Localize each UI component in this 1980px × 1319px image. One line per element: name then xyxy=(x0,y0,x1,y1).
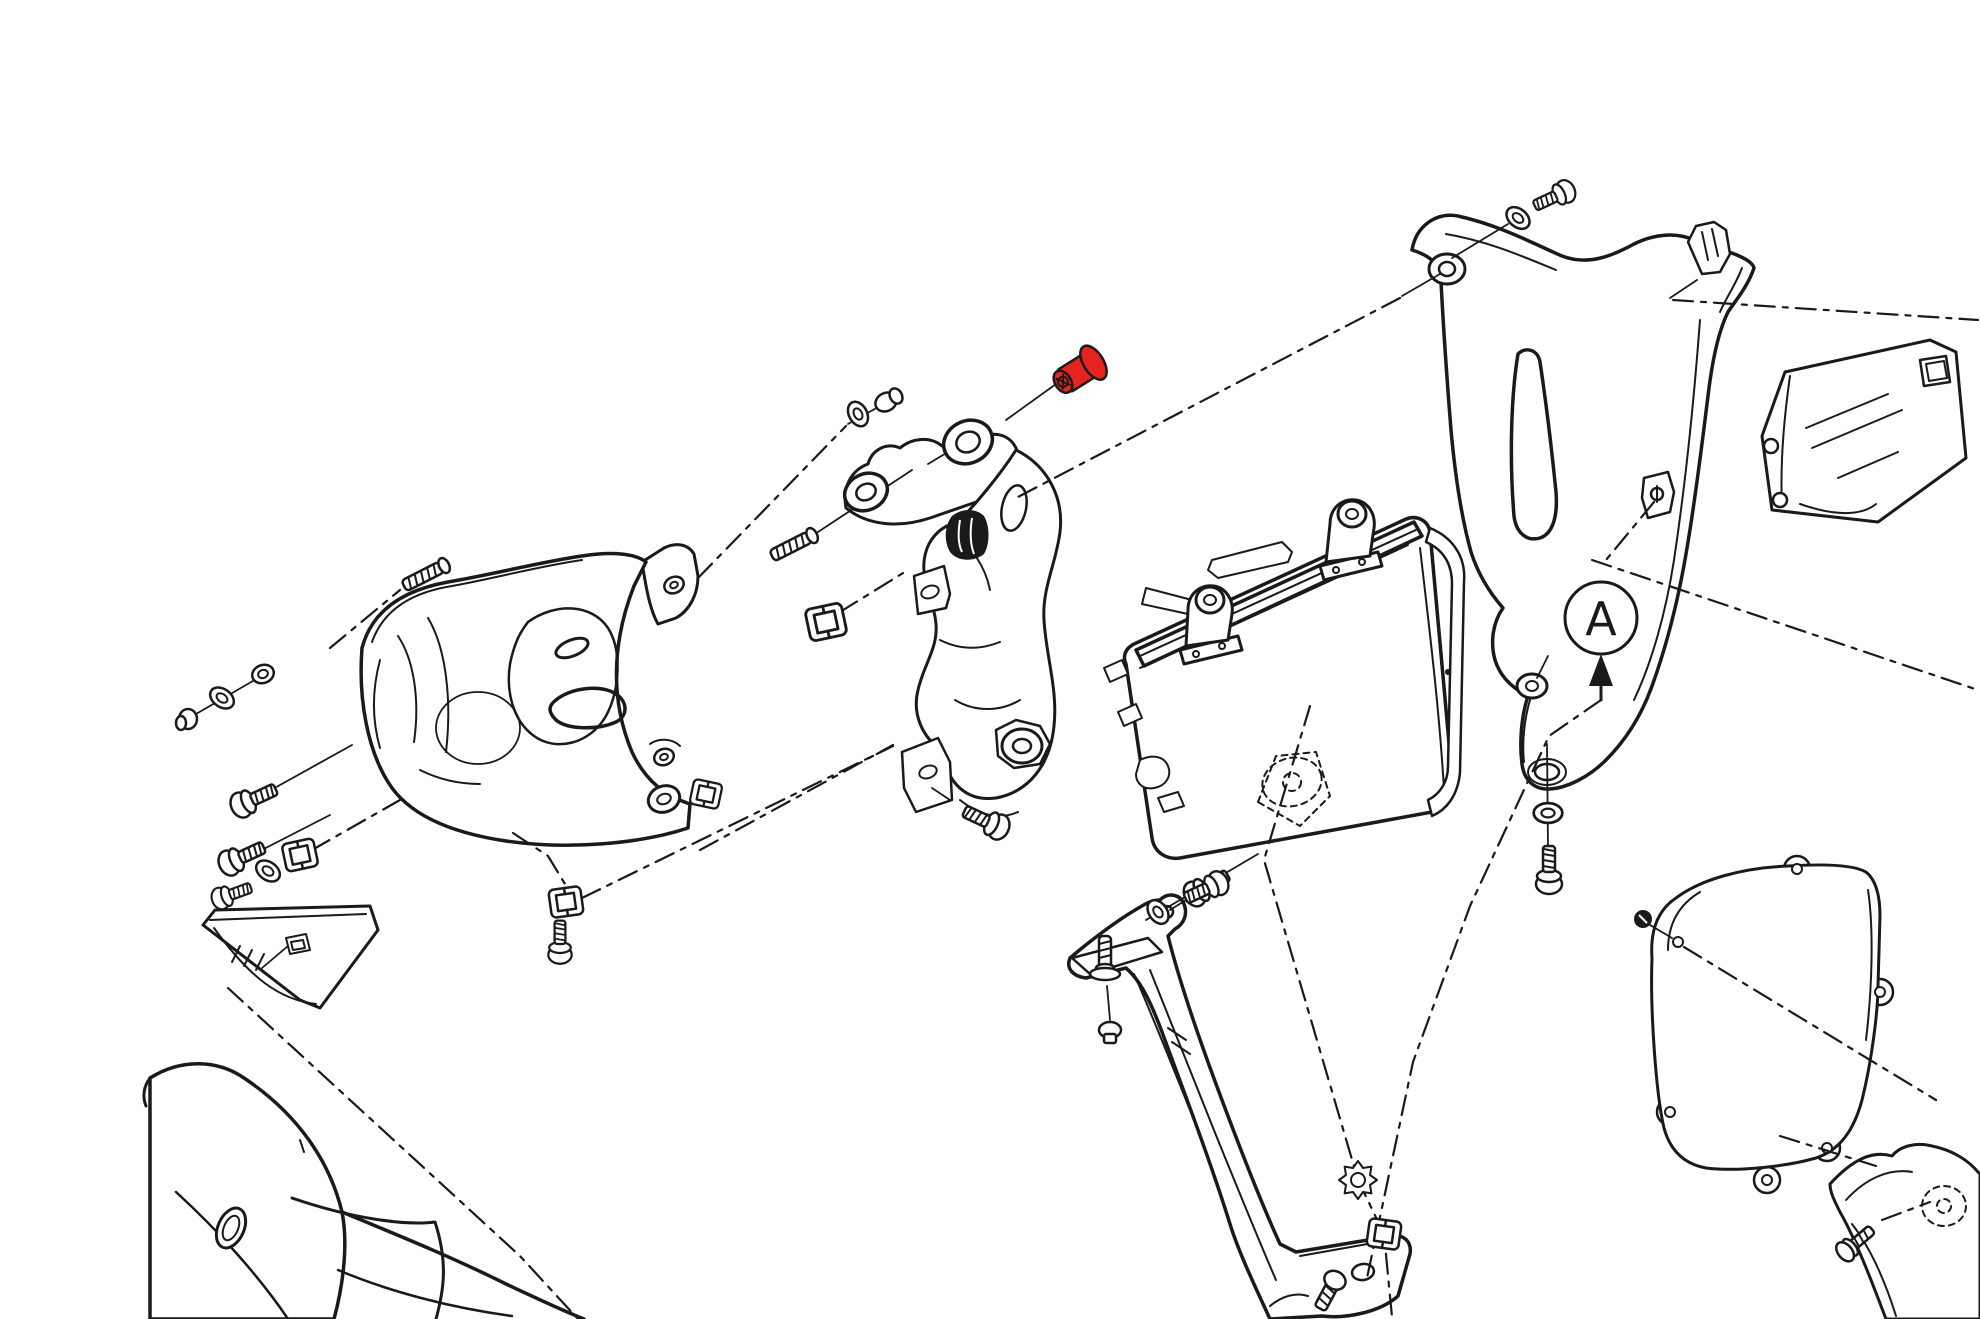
star-washer-icon xyxy=(1338,1160,1378,1200)
screw-icon xyxy=(547,919,573,965)
screw-icon xyxy=(207,875,256,913)
screw-icon xyxy=(225,775,283,823)
background-frame-tubes xyxy=(1141,541,1293,615)
radiator-unit xyxy=(1103,498,1466,861)
bottom-bolt-icon xyxy=(1314,1269,1347,1312)
lower-fairing xyxy=(142,1062,586,1319)
upper-bracket-right xyxy=(1760,338,1968,524)
radiator-mount-tab-right xyxy=(1318,498,1384,582)
washer-icon xyxy=(1532,801,1564,825)
speed-nut-clip-icon xyxy=(546,884,586,920)
radiator-side-band xyxy=(1424,526,1466,818)
bolt-icon xyxy=(1097,1020,1123,1045)
callout-label: A xyxy=(1585,592,1617,646)
cover-outline xyxy=(1650,863,1882,1171)
side-panel-clip-tab-top xyxy=(1686,220,1732,276)
corner-panel xyxy=(1828,1142,1980,1319)
fairing-opening xyxy=(507,607,619,746)
highlighted-quick-fastener xyxy=(1052,344,1108,395)
side-panel-outline xyxy=(1410,213,1756,791)
screw-icon xyxy=(1534,844,1564,896)
callout-arrow-head xyxy=(1589,654,1613,686)
corner-bolt-icon xyxy=(1834,1225,1876,1263)
stay-strut-body xyxy=(1067,893,1413,1319)
instrument-bracket xyxy=(843,432,1063,817)
lower-fairing-outline xyxy=(148,1062,347,1319)
triangle-trim xyxy=(201,904,380,1010)
washer-icon xyxy=(250,854,286,888)
speed-nut-clip-icon xyxy=(803,600,849,644)
speed-nut-clip-icon xyxy=(688,777,724,811)
washer-icon xyxy=(204,681,240,715)
bracket-rubber-insert xyxy=(945,510,989,560)
washer-icon xyxy=(842,397,874,431)
stud-on-flange-icon xyxy=(1088,934,1122,982)
fasteners xyxy=(174,175,1876,1312)
button-bolt-icon xyxy=(874,387,904,413)
threaded-stud-icon xyxy=(767,524,822,565)
side-panel-slot xyxy=(1509,348,1559,541)
radiator-mount-tab-left xyxy=(1178,584,1244,666)
callout-A: A xyxy=(1563,580,1639,702)
speed-nut-clip-icon xyxy=(1364,1216,1404,1252)
grommet-icon xyxy=(842,471,890,513)
side-panel-right xyxy=(1410,213,1756,791)
radiator-hidden-detail xyxy=(1257,751,1331,827)
flat-screw-icon xyxy=(1634,910,1652,928)
headlight-fairing xyxy=(359,543,700,847)
cap-nut-icon xyxy=(174,707,199,732)
fairing-outline xyxy=(359,551,692,847)
washer-icon xyxy=(1501,201,1535,235)
triangle-trim-outline xyxy=(201,904,380,1010)
screw-icon xyxy=(1528,175,1581,218)
electronics-cover xyxy=(1650,854,1895,1195)
stay-strut-flange xyxy=(1070,936,1164,976)
screw-icon xyxy=(957,797,1015,845)
grommet-icon xyxy=(941,418,995,466)
corner-panel-outline xyxy=(1828,1142,1980,1319)
speed-nut-clip-icon xyxy=(280,836,320,874)
stay-strut xyxy=(1067,893,1413,1319)
bushing-icon xyxy=(250,663,276,685)
